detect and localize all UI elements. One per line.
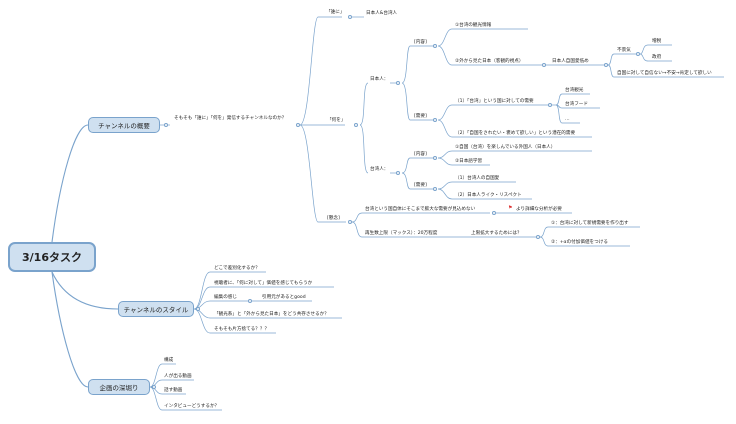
tw-content-1[interactable]: ①自国（台湾）を楽しんでいる外国人（日本人）: [455, 145, 556, 150]
collapse-toggle-icon[interactable]: [164, 123, 168, 127]
collapse-toggle-icon[interactable]: [548, 103, 552, 107]
jp-content-2-a[interactable]: 日本人自国愛低め: [552, 59, 589, 64]
collapse-toggle-icon[interactable]: [354, 123, 358, 127]
collapse-toggle-icon[interactable]: [433, 156, 437, 160]
concern-tag[interactable]: [懸念]: [327, 216, 340, 221]
deep-3[interactable]: 話す動画: [164, 388, 183, 393]
concern-2-a2[interactable]: ②：+αの付加価値をつける: [551, 240, 608, 245]
collapse-toggle-icon[interactable]: [604, 63, 608, 67]
jp-demand-2[interactable]: （2）「自国をされたい・褒めて欲しい」という潜在的需要: [455, 131, 576, 136]
jp-content-2-b1[interactable]: 増税: [652, 39, 662, 44]
tw-demand-2[interactable]: （2）日本人ライク・リスペクト: [455, 193, 522, 198]
style-4[interactable]: 「観光系」と「外から見た日本」をどう共存させるか？: [214, 312, 329, 317]
tw-content-tag[interactable]: [内容]: [414, 152, 427, 157]
jp-content-2-b[interactable]: 不景気: [617, 48, 631, 53]
style-3[interactable]: 編集の感じ: [214, 295, 237, 300]
tw-demand-tag[interactable]: [需要]: [414, 183, 427, 188]
tw-demand-1[interactable]: （1）台湾人の自国愛: [455, 176, 500, 181]
jp-demand-1-a[interactable]: 台湾観光: [565, 88, 584, 93]
jp-content-tag[interactable]: [内容]: [414, 40, 427, 45]
flag-icon: ⚑: [508, 205, 513, 211]
topic-plan-deepdive[interactable]: 企画の深堀り: [88, 379, 150, 395]
concern-1[interactable]: 台湾という国自体にそこまで膨大な需要が見込めない: [365, 207, 476, 212]
jp-label[interactable]: 日本人：: [370, 77, 389, 82]
topic-channel-style[interactable]: チャンネルのスタイル: [118, 301, 194, 317]
jp-content-1[interactable]: ①台湾の観光情報: [455, 23, 492, 28]
collapse-toggle-icon[interactable]: [433, 118, 437, 122]
deep-4[interactable]: インタビューどうするか？: [164, 404, 220, 409]
collapse-toggle-icon[interactable]: [348, 15, 352, 19]
jp-demand-tag[interactable]: [需要]: [414, 114, 427, 119]
overview-question[interactable]: そもそも「誰に」「何を」発信するチャンネルなのか？: [174, 116, 287, 121]
tw-content-2[interactable]: ②日本語学習: [455, 159, 483, 164]
collapse-toggle-icon[interactable]: [433, 187, 437, 191]
style-5[interactable]: そもそも片方捨てる？？？: [214, 327, 270, 332]
style-2[interactable]: 視聴者に、「何に対して」価値を感じてもらうか: [214, 281, 313, 286]
concern-2[interactable]: 再生数上限（マックス）：20万程度: [365, 231, 438, 236]
collapse-toggle-icon[interactable]: [433, 44, 437, 48]
concern-1-a[interactable]: より詳細な分析が必要: [516, 207, 562, 212]
who-value[interactable]: 日本人&台湾人: [366, 11, 398, 16]
collapse-toggle-icon[interactable]: [396, 81, 400, 85]
concern-2-a1[interactable]: ①：台湾に対して新規需要を作り出す: [551, 221, 629, 226]
collapse-toggle-icon[interactable]: [536, 235, 540, 239]
collapse-toggle-icon[interactable]: [492, 211, 496, 215]
topic-channel-overview[interactable]: チャンネルの概要: [88, 117, 160, 133]
deep-2[interactable]: 人が出る動画: [164, 374, 192, 379]
collapse-toggle-icon[interactable]: [636, 52, 640, 56]
jp-demand-1-c[interactable]: …: [565, 117, 570, 122]
what-label[interactable]: 「何を」: [327, 118, 346, 123]
root-topic[interactable]: 3/16タスク: [8, 242, 96, 272]
concern-2-a[interactable]: 上限拡大するためには？: [471, 231, 522, 236]
jp-content-2-b2[interactable]: 政府: [652, 55, 662, 60]
style-1[interactable]: どこで差別化するか？: [214, 266, 260, 271]
deep-1[interactable]: 構成: [164, 358, 174, 363]
who-label[interactable]: 「誰に」: [326, 10, 345, 15]
collapse-toggle-icon[interactable]: [296, 123, 300, 127]
tw-label[interactable]: 台湾人：: [370, 167, 389, 172]
jp-content-2-c[interactable]: 自国に対して自信ない→不安→肯定して欲しい: [617, 71, 712, 76]
jp-content-2[interactable]: ②外から見た日本（客観的視点）: [455, 59, 524, 64]
style-3-a[interactable]: 引用元があるとgood: [262, 295, 306, 300]
collapse-toggle-icon[interactable]: [396, 171, 400, 175]
jp-demand-1-b[interactable]: 台湾フード: [565, 102, 588, 107]
collapse-toggle-icon[interactable]: [152, 385, 156, 389]
collapse-toggle-icon[interactable]: [196, 307, 200, 311]
jp-demand-1[interactable]: （1）「台湾」という国に対しての需要: [455, 99, 534, 104]
collapse-toggle-icon[interactable]: [248, 299, 252, 303]
collapse-toggle-icon[interactable]: [348, 220, 352, 224]
collapse-toggle-icon[interactable]: [542, 63, 546, 67]
